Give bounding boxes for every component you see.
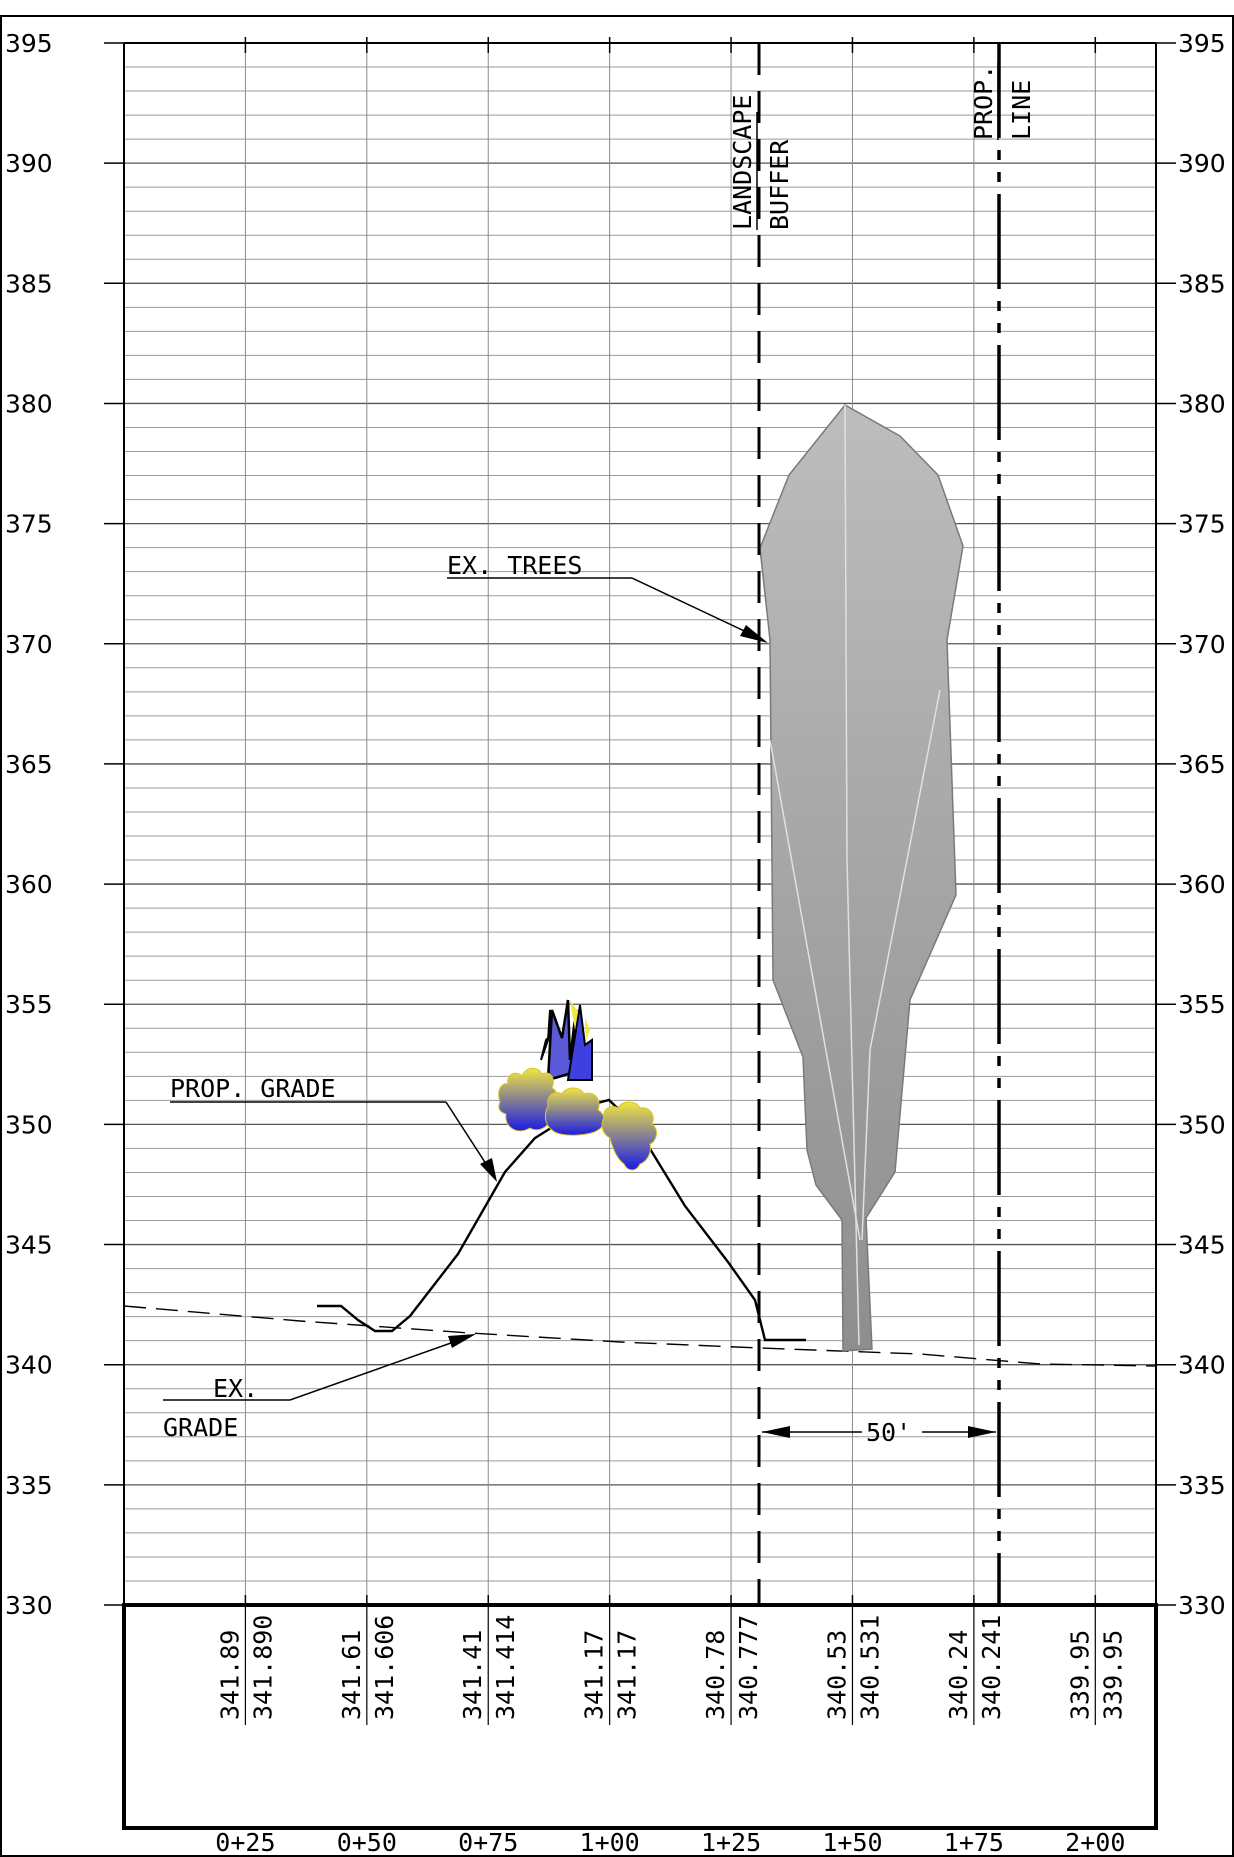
existing-elevation-value: 340.53 — [822, 1630, 851, 1720]
elevation-label-left: 350 — [5, 1110, 53, 1139]
elevation-label-right: 390 — [1178, 149, 1226, 178]
station-grid — [244, 43, 1096, 1605]
proposed-elevation-value: 340.777 — [734, 1615, 763, 1720]
station-label: 1+00 — [580, 1828, 640, 1857]
major-grid — [124, 42, 1156, 1606]
elevation-label-right: 375 — [1178, 510, 1226, 539]
elevation-label-right: 385 — [1178, 269, 1226, 298]
station-label: 1+50 — [822, 1828, 882, 1857]
elevation-label-left: 370 — [5, 630, 53, 659]
elevation-label-right: 370 — [1178, 630, 1226, 659]
existing-tree-silhouette — [759, 404, 964, 1352]
existing-elevation-value: 340.24 — [944, 1630, 973, 1720]
elevation-label-left: 340 — [5, 1351, 53, 1380]
existing-elevation-value: 339.95 — [1065, 1630, 1094, 1720]
ex-trees-arrowhead — [740, 625, 768, 643]
prop-grade-label: PROP. GRADE — [170, 1074, 336, 1103]
elevation-label-left: 330 — [5, 1591, 53, 1620]
station-label: 1+75 — [944, 1828, 1004, 1857]
proposed-elevation-value: 341.890 — [248, 1615, 277, 1720]
station-labels: 0+25 0+50 0+75 1+00 1+25 1+50 1+75 2+00 — [215, 1828, 1125, 1857]
elevation-label-left: 335 — [5, 1471, 53, 1500]
existing-elevation-value: 341.61 — [337, 1630, 366, 1720]
left-elevation-labels: 395 390 385 380 375 370 365 360 355 350 345 340 335 3… — [5, 29, 124, 1620]
elevation-label-right: 380 — [1178, 389, 1226, 418]
elevation-label-right: 365 — [1178, 750, 1226, 779]
station-label: 0+50 — [337, 1828, 397, 1857]
existing-grade-line — [123, 1305, 1157, 1367]
ex-trees-leader — [631, 577, 756, 637]
station-label: 2+00 — [1065, 1828, 1125, 1857]
proposed-elevation-value: 341.414 — [491, 1615, 520, 1720]
prop-line-label-1: PROP. — [969, 65, 998, 140]
elevation-label-right: 335 — [1178, 1471, 1226, 1500]
proposed-elevation-value: 340.531 — [855, 1615, 884, 1720]
elevation-label-left: 385 — [5, 269, 53, 298]
ex-grade-label-1: EX. — [213, 1374, 258, 1403]
proposed-grade-line — [317, 1098, 806, 1342]
proposed-elevation-value: 340.241 — [977, 1615, 1006, 1720]
buffer-width-label: 50' — [866, 1418, 911, 1447]
elevation-label-right: 345 — [1178, 1231, 1226, 1260]
ex-grade-arrowhead — [448, 1334, 476, 1348]
prop-grade-arrowhead — [480, 1158, 497, 1182]
buffer-width-dimension — [762, 1426, 996, 1438]
ex-grade-leader — [289, 1337, 466, 1401]
prop-grade-leader — [445, 1101, 491, 1171]
elevation-label-right: 330 — [1178, 1591, 1226, 1620]
elevation-label-left: 365 — [5, 750, 53, 779]
landscape-buffer-label-2: BUFFER — [765, 139, 794, 230]
station-label: 0+25 — [215, 1828, 275, 1857]
prop-line-label-2: LINE — [1007, 80, 1036, 140]
elevation-label-right: 350 — [1178, 1110, 1226, 1139]
ex-trees-label: EX. TREES — [447, 551, 582, 580]
existing-elevation-value: 341.17 — [580, 1630, 609, 1720]
sheet-border — [0, 15, 1234, 1857]
existing-elevation-value: 341.89 — [215, 1630, 244, 1720]
station-label: 1+25 — [701, 1828, 761, 1857]
ex-grade-label-2: GRADE — [163, 1413, 238, 1442]
elevation-label-left: 390 — [5, 149, 53, 178]
elevation-table-box — [122, 1603, 1158, 1830]
station-label: 0+75 — [458, 1828, 518, 1857]
landscape-buffer-label-1: LANDSCAPE — [728, 95, 757, 230]
elevation-label-right: 355 — [1178, 990, 1226, 1019]
existing-elevation-value: 341.41 — [458, 1630, 487, 1720]
elevation-label-right: 360 — [1178, 870, 1226, 899]
axis-ticks — [244, 37, 1097, 1611]
elevation-label-left: 375 — [5, 510, 53, 539]
elevation-label-left: 395 — [5, 29, 53, 58]
proposed-elevation-value: 339.95 — [1098, 1630, 1127, 1720]
minor-grid — [124, 66, 1156, 1582]
proposed-shrubs — [498, 999, 657, 1171]
proposed-elevation-value: 341.606 — [370, 1615, 399, 1720]
elevation-label-right: 395 — [1178, 29, 1226, 58]
proposed-elevation-value: 341.17 — [613, 1630, 642, 1720]
elevation-label-right: 340 — [1178, 1351, 1226, 1380]
elevation-label-left: 380 — [5, 389, 53, 418]
elevation-label-left: 355 — [5, 990, 53, 1019]
existing-elevation-value: 340.78 — [701, 1630, 730, 1720]
right-elevation-labels: 395 390 385 380 375 370 365 360 355 350 345 340 335 3… — [1156, 29, 1226, 1620]
elevation-label-left: 345 — [5, 1231, 53, 1260]
elevation-label-left: 360 — [5, 870, 53, 899]
